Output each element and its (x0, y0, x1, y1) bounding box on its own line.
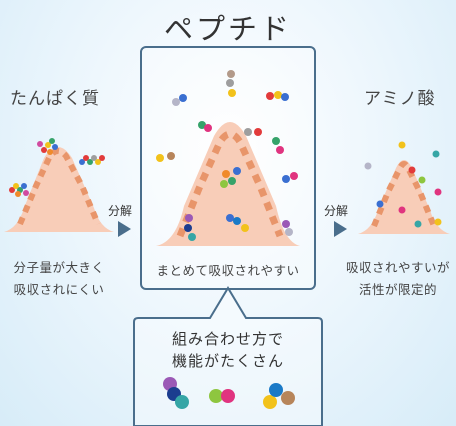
page-title: ペプチド (163, 12, 292, 46)
callout-line1: 組み合わせ方で (171, 330, 284, 348)
amino-acid-mound-illustration (358, 141, 450, 234)
molecule-combinations-illustration (163, 377, 295, 409)
protein-mound-illustration (4, 138, 114, 232)
peptide-caption: まとめて吸収されやすい (156, 263, 300, 278)
amino-acid-caption-line2: 活性が限定的 (358, 282, 437, 297)
protein-caption-line1: 分子量が大きく (13, 260, 105, 275)
arrow-right-icon (334, 221, 347, 237)
decompose-label-right: 分解 (324, 204, 349, 218)
peptide-mound-illustration (156, 70, 300, 246)
callout-line2: 機能がたくさん (171, 352, 284, 370)
amino-acid-heading: アミノ酸 (364, 89, 436, 109)
amino-acid-caption-line1: 吸収されやすいが (345, 260, 450, 275)
decompose-label-left: 分解 (108, 204, 133, 218)
protein-caption-line2: 吸収されにくい (13, 282, 105, 297)
protein-heading: たんぱく質 (10, 89, 100, 109)
arrow-right-icon (118, 221, 131, 237)
